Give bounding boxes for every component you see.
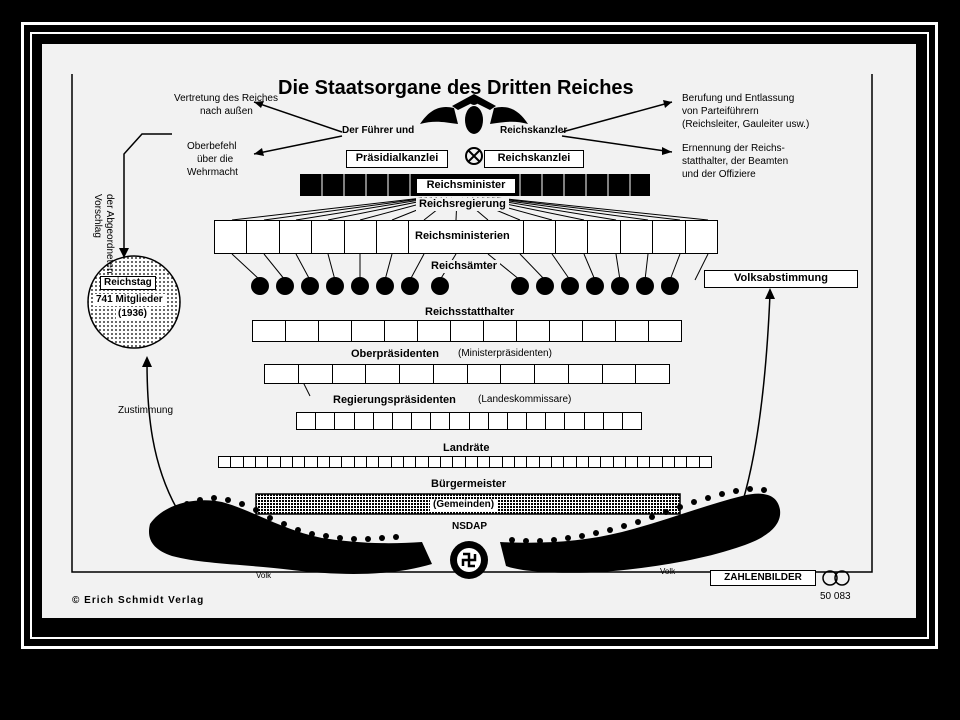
command-line-1: Oberbefehl	[187, 141, 237, 152]
appointment-state-line-1: Ernennung der Reichs-	[682, 143, 785, 154]
nsdap-label: NSDAP	[452, 521, 488, 532]
outer-frame	[21, 22, 938, 649]
nsdap-emblem	[450, 541, 488, 579]
chart-number: 50 083	[820, 591, 851, 602]
volk-right-label: Volk	[660, 567, 676, 576]
proposal-line-1: Vorschlag	[92, 194, 103, 238]
representation-line-2: nach außen	[200, 106, 253, 117]
landeskommissare-label: (Landeskommissare)	[478, 394, 572, 405]
command-line-2: über die	[197, 154, 234, 165]
publisher-name: Erich Schmidt Verlag	[84, 595, 205, 606]
publisher-credit: © Erich Schmidt Verlag	[72, 595, 205, 606]
appointment-party-line-3: (Reichsleiter, Gauleiter usw.)	[682, 119, 810, 130]
appointment-state-line-2: statthalter, der Beamten	[682, 156, 789, 167]
eagle-emblem	[420, 94, 528, 165]
reichsstatthalter-label: Reichsstatthalter	[422, 306, 518, 319]
landraete-row	[218, 456, 712, 468]
brand-logo-circle-b	[834, 570, 850, 586]
reichsaemter-label: Reichsämter	[428, 260, 501, 273]
regierungspraesidenten-row	[296, 412, 642, 430]
reichstag-year: (1936)	[116, 308, 149, 320]
praesidialkanzlei-box: Präsidialkanzlei	[346, 150, 448, 168]
oberpraesidenten-row	[264, 364, 670, 384]
appointment-party-line-1: Berufung und Entlassung	[682, 93, 795, 104]
ministerpraesidenten-label: (Ministerpräsidenten)	[458, 348, 552, 359]
diagram-sheet: Die Staatsorgane des Dritten Reiches Ver…	[42, 44, 916, 618]
landraete-label: Landräte	[440, 442, 493, 455]
reichsstatthalter-row	[252, 320, 682, 342]
brand-logo-circle-a	[822, 570, 838, 586]
appointment-state-line-3: und der Offiziere	[682, 169, 756, 180]
crowd-left	[148, 495, 432, 574]
reichstag-members: 741 Mitglieder	[94, 294, 165, 306]
buergermeister-label: Bürgermeister	[428, 478, 510, 491]
reichskanzlei-box: Reichskanzlei	[484, 150, 584, 168]
kanzler-label: Reichskanzler	[500, 125, 568, 136]
approval-label: Zustimmung	[118, 405, 174, 416]
referendum-box: Volksabstimmung	[704, 270, 858, 288]
appointment-party-line-2: von Parteiführern	[682, 106, 759, 117]
representation-line-1: Vertretung des Reiches	[174, 93, 278, 104]
diagram-title: Die Staatsorgane des Dritten Reiches	[278, 77, 634, 99]
command-line-3: Wehrmacht	[187, 167, 238, 178]
reichsaemter-dots	[251, 277, 679, 295]
fuehrer-label: Der Führer und	[342, 125, 415, 136]
crowd-right	[500, 486, 781, 573]
proposal-line-2: der Abgeordneten	[104, 194, 115, 274]
reichstag-label: Reichstag	[100, 276, 156, 290]
inner-frame	[30, 32, 929, 639]
regierungspraesidenten-label: Regierungspräsidenten	[330, 394, 459, 407]
gemeinden-label: (Gemeinden)	[430, 499, 498, 511]
oberpraesidenten-label: Oberpräsidenten	[348, 348, 443, 361]
reichsministerien-label: Reichsministerien	[412, 230, 513, 243]
volk-left-label: Volk	[256, 571, 272, 580]
reichsregierung-label: Reichsregierung	[416, 198, 509, 211]
reichsminister-label: Reichsminister	[416, 178, 516, 194]
brand-box: ZAHLENBILDER	[710, 570, 816, 586]
